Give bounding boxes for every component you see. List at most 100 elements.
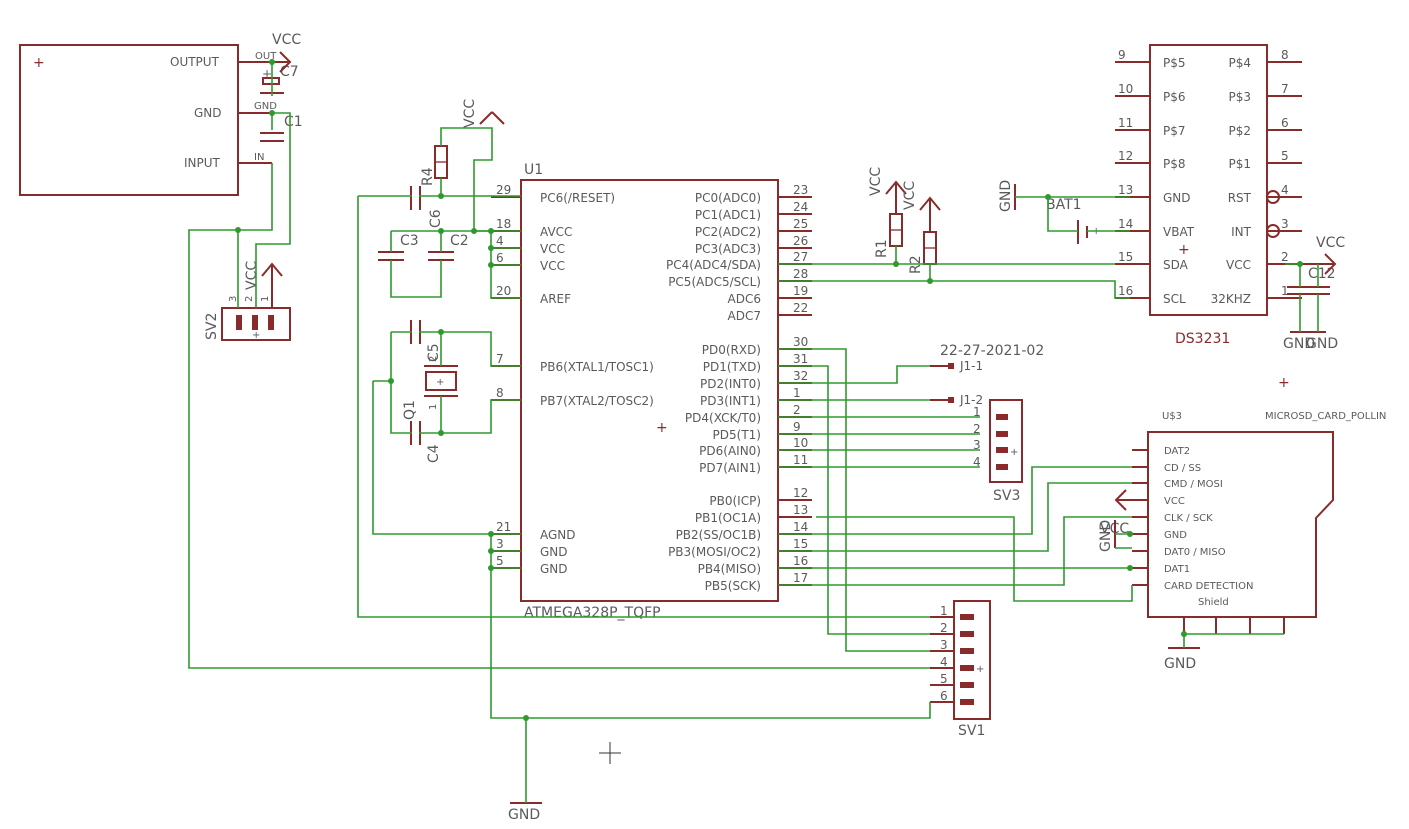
sv2-label: SV2 [204, 313, 220, 340]
mcu-pin-name: PC3(ADC3) [695, 242, 761, 256]
c5-label: C5 [426, 343, 442, 362]
capacitor-c6: C6 [410, 186, 444, 228]
sv3-pin [996, 447, 1008, 453]
svg-text:+: + [436, 377, 444, 388]
mcu-pin-number: 2 [793, 403, 801, 417]
mcu-pin-number: 13 [793, 503, 808, 517]
c3-label: C3 [400, 233, 419, 249]
mcu-pin-number: 20 [496, 284, 511, 298]
mcu-pin-number: 16 [793, 554, 808, 568]
rtc-pin-name: P$2 [1228, 124, 1251, 138]
rtc-pin-name: VBAT [1163, 225, 1195, 239]
u1-name: U1 [524, 162, 543, 178]
svg-text:GND: GND [998, 180, 1014, 212]
rtc-pin-number: 13 [1118, 183, 1133, 197]
mcu-pin-number: 21 [496, 520, 511, 534]
sv3-pin-number: 1 [973, 405, 981, 419]
bat1-label: BAT1 [1046, 197, 1082, 213]
sd-pin-name: DAT2 [1164, 446, 1190, 457]
mcu-pin-number: 25 [793, 217, 808, 231]
mcu-pin-number: 27 [793, 250, 808, 264]
capacitor-c3: C3 [378, 233, 419, 261]
c4-label: C4 [426, 444, 442, 463]
capacitor-c12: C12 VCC GND GND [1283, 235, 1345, 352]
rtc-pin-number: 10 [1118, 82, 1133, 96]
sv3-pin [996, 414, 1008, 420]
rtc-pin-number: 9 [1118, 48, 1126, 62]
mcu-pin-name: PD0(RXD) [702, 343, 761, 357]
mcu-pin-number: 10 [793, 436, 808, 450]
mcu-pin-name: PC6(/RESET) [540, 191, 615, 205]
svg-text:2: 2 [428, 356, 439, 362]
svg-text:+: + [1278, 375, 1290, 391]
mcu-pin-name: PD7(AIN1) [699, 461, 761, 475]
rtc-ds3231: DS3231 + 9P$510P$611P$712P$813GND14VBAT1… [1115, 44, 1302, 347]
rtc-pin-number: 11 [1118, 116, 1133, 130]
junctions [235, 59, 1303, 721]
capacitor-c4: C4 [410, 421, 442, 463]
svg-text:+: + [1010, 447, 1018, 458]
rtc-pin-name: P$8 [1163, 157, 1186, 171]
mcu-pin-name: PB2(SS/OC1B) [676, 528, 761, 542]
mcu-pin-name: PC0(ADC0) [695, 191, 761, 205]
rtc-pin-name: INT [1231, 225, 1252, 239]
capacitor-c2: C2 [428, 233, 469, 261]
mcu-pin-name: PC2(ADC2) [695, 225, 761, 239]
sv1-pin-number: 1 [940, 604, 948, 618]
mcu-pin-number: 24 [793, 200, 808, 214]
resistor-r4: R4 [420, 145, 448, 186]
svg-text:2: 2 [244, 296, 255, 302]
rtc-pin-number: 5 [1281, 149, 1289, 163]
mcu-pin-name: PB5(SCK) [705, 579, 761, 593]
svg-text:+: + [656, 420, 668, 436]
mcu-pin-name: PD5(T1) [713, 428, 761, 442]
mcu-pin-name: VCC [540, 242, 565, 256]
mcu-pin-number: 1 [793, 386, 801, 400]
rtc-pin-name: P$7 [1163, 124, 1186, 138]
rtc-pin-number: 3 [1281, 217, 1289, 231]
mcu-pin-number: 29 [496, 183, 511, 197]
mcu-pin-number: 22 [793, 301, 808, 315]
rtc-pin-number: 14 [1118, 217, 1133, 231]
svg-text:GND: GND [1283, 336, 1315, 352]
vcc-label-rtc: VCC [1316, 235, 1345, 251]
sv1-pin [960, 699, 974, 705]
sv1-pin [960, 614, 974, 620]
rtc-pin-number: 15 [1118, 250, 1133, 264]
mcu-pin-number: 8 [496, 386, 504, 400]
regulator-in-pin: IN [254, 152, 264, 163]
svg-text:1: 1 [428, 404, 439, 410]
svg-text:+: + [252, 330, 260, 341]
regulator-out-pin: OUT [255, 51, 277, 62]
mcu-pin-number: 5 [496, 554, 504, 568]
sv1-pin-number: 4 [940, 655, 948, 669]
r4-label: R4 [420, 167, 436, 186]
mcu-pin-number: 28 [793, 267, 808, 281]
svg-text:GND: GND [1098, 520, 1114, 552]
mcu-pin-number: 6 [496, 251, 504, 265]
sv1-pin [960, 665, 974, 671]
regulator-input-label: INPUT [184, 156, 221, 170]
svg-text:GND: GND [1306, 336, 1338, 352]
rtc-pin-number: 4 [1281, 183, 1289, 197]
sd-pin-name: VCC [1164, 496, 1185, 507]
sd-pin-name: DAT0 / MISO [1164, 547, 1226, 558]
sv1-pin-number: 5 [940, 672, 948, 686]
rtc-pin-number: 2 [1281, 250, 1289, 264]
rtc-pin-name: P$1 [1228, 157, 1251, 171]
capacitor-c7: + C7 [260, 64, 299, 94]
sv3-pin-number: 3 [973, 438, 981, 452]
cursor-crosshair-icon [599, 742, 621, 764]
sv1-pin-number: 3 [940, 638, 948, 652]
mcu-pin-name: PB7(XTAL2/TOSC2) [540, 394, 654, 408]
sv1-label: SV1 [958, 723, 985, 739]
vcc-label-regulator: VCC [272, 32, 301, 48]
sd-pin-name: CARD DETECTION [1164, 581, 1254, 592]
jumper-date-label: 22-27-2021-02 [940, 343, 1044, 359]
mcu-pin-number: 19 [793, 284, 808, 298]
mcu-pin-name: PB1(OC1A) [695, 511, 761, 525]
rtc-pin-name: P$5 [1163, 56, 1186, 70]
sv1-pin [960, 631, 974, 637]
mcu-pin-name: PB4(MISO) [698, 562, 761, 576]
